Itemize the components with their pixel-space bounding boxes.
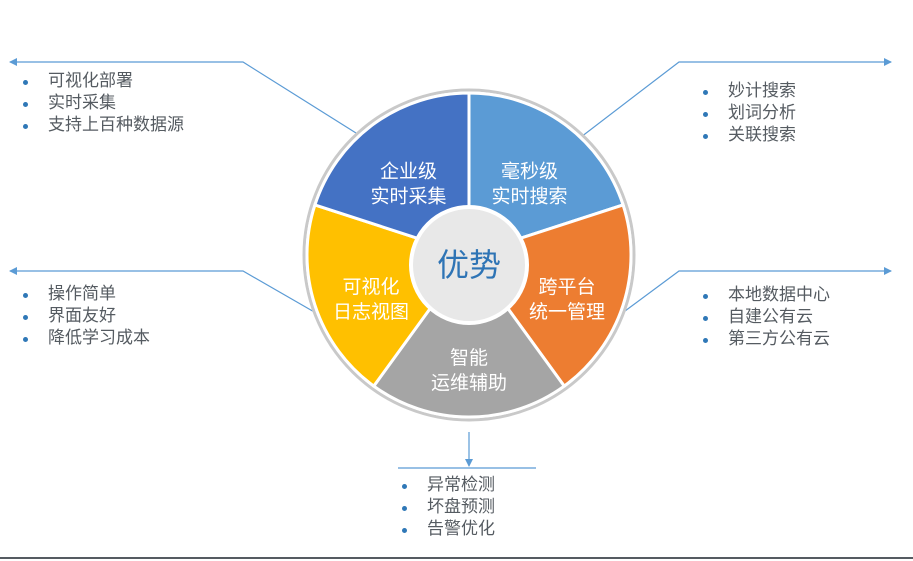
segment-realtime-collect (313, 91, 471, 258)
mid-right-list: 本地数据中心 自建公有云 第三方公有云 (698, 284, 830, 350)
bottom-list: 异常检测 坏盘预测 告警优化 (397, 474, 495, 540)
bullet-dot (23, 80, 28, 85)
list-item-text: 操作简单 (48, 284, 116, 304)
list-item: 界面友好 (18, 305, 150, 327)
list-item: 坏盘预测 (397, 496, 495, 518)
bullet-dot (703, 112, 708, 117)
bullet-dot (23, 337, 28, 342)
segment-label-line1: 跨平台 (538, 276, 595, 298)
list-item: 实时采集 (18, 92, 184, 114)
bullet-dot (703, 134, 708, 139)
list-item: 告警优化 (397, 518, 495, 540)
list-item-text: 降低学习成本 (48, 328, 150, 348)
bullet-dot (23, 102, 28, 107)
bullet-dot (703, 90, 708, 95)
segment-label-line1: 企业级 (380, 161, 437, 183)
list-item-text: 界面友好 (48, 306, 116, 326)
list-item: 关联搜索 (698, 124, 796, 146)
list-item-text: 关联搜索 (728, 125, 796, 145)
segment-label-line1: 毫秒级 (501, 161, 558, 183)
bullet-dot (703, 316, 708, 321)
bullet-dot (23, 315, 28, 320)
top-left-list: 可视化部署 实时采集 支持上百种数据源 (18, 70, 184, 136)
list-item: 操作简单 (18, 283, 150, 305)
mid-left-list: 操作简单 界面友好 降低学习成本 (18, 283, 150, 349)
list-item: 降低学习成本 (18, 327, 150, 349)
list-item-text: 告警优化 (427, 519, 495, 539)
bullet-dot (703, 338, 708, 343)
list-item-text: 自建公有云 (728, 307, 813, 327)
bottom-divider (0, 557, 913, 559)
list-item: 自建公有云 (698, 306, 830, 328)
center-circle (409, 205, 529, 325)
segment-label-line2: 运维辅助 (431, 372, 507, 394)
list-item-text: 划词分析 (728, 103, 796, 123)
segment-label-line1: 智能 (450, 347, 488, 369)
bullet-dot (23, 124, 28, 129)
bullet-dot (402, 506, 407, 511)
list-item: 可视化部署 (18, 70, 184, 92)
list-item-text: 第三方公有云 (728, 329, 830, 349)
connector-mid-right (624, 267, 892, 312)
top-right-list: 妙计搜索 划词分析 关联搜索 (698, 80, 796, 146)
segment-label-line2: 实时采集 (370, 186, 446, 208)
list-item: 第三方公有云 (698, 328, 830, 350)
list-item-text: 本地数据中心 (728, 285, 830, 305)
list-item-text: 实时采集 (48, 93, 116, 113)
list-item: 支持上百种数据源 (18, 114, 184, 136)
connectors (9, 58, 892, 469)
segment-label-line2: 实时搜索 (492, 186, 568, 208)
connector-top-left (9, 58, 357, 134)
segment-label-line2: 统一管理 (529, 301, 605, 323)
list-item: 异常检测 (397, 474, 495, 496)
bullet-dot (23, 293, 28, 298)
segment-label-line1: 可视化 (343, 276, 400, 298)
segment-label-line2: 日志视图 (333, 301, 409, 323)
list-item-text: 支持上百种数据源 (48, 115, 184, 135)
bullet-dot (402, 528, 407, 533)
segment-smart-ops (371, 252, 567, 419)
bullet-dot (703, 294, 708, 299)
list-item: 划词分析 (698, 102, 796, 124)
list-item-text: 异常检测 (427, 475, 495, 495)
center-label: 优势 (437, 246, 501, 284)
connector-mid-left (9, 267, 317, 314)
connector-top-right (580, 58, 892, 138)
list-item-text: 可视化部署 (48, 71, 133, 91)
list-item-text: 坏盘预测 (427, 497, 495, 517)
list-item-text: 妙计搜索 (728, 81, 796, 101)
bullet-dot (402, 484, 407, 489)
list-item: 本地数据中心 (698, 284, 830, 306)
list-item: 妙计搜索 (698, 80, 796, 102)
segment-ms-search (467, 91, 625, 258)
